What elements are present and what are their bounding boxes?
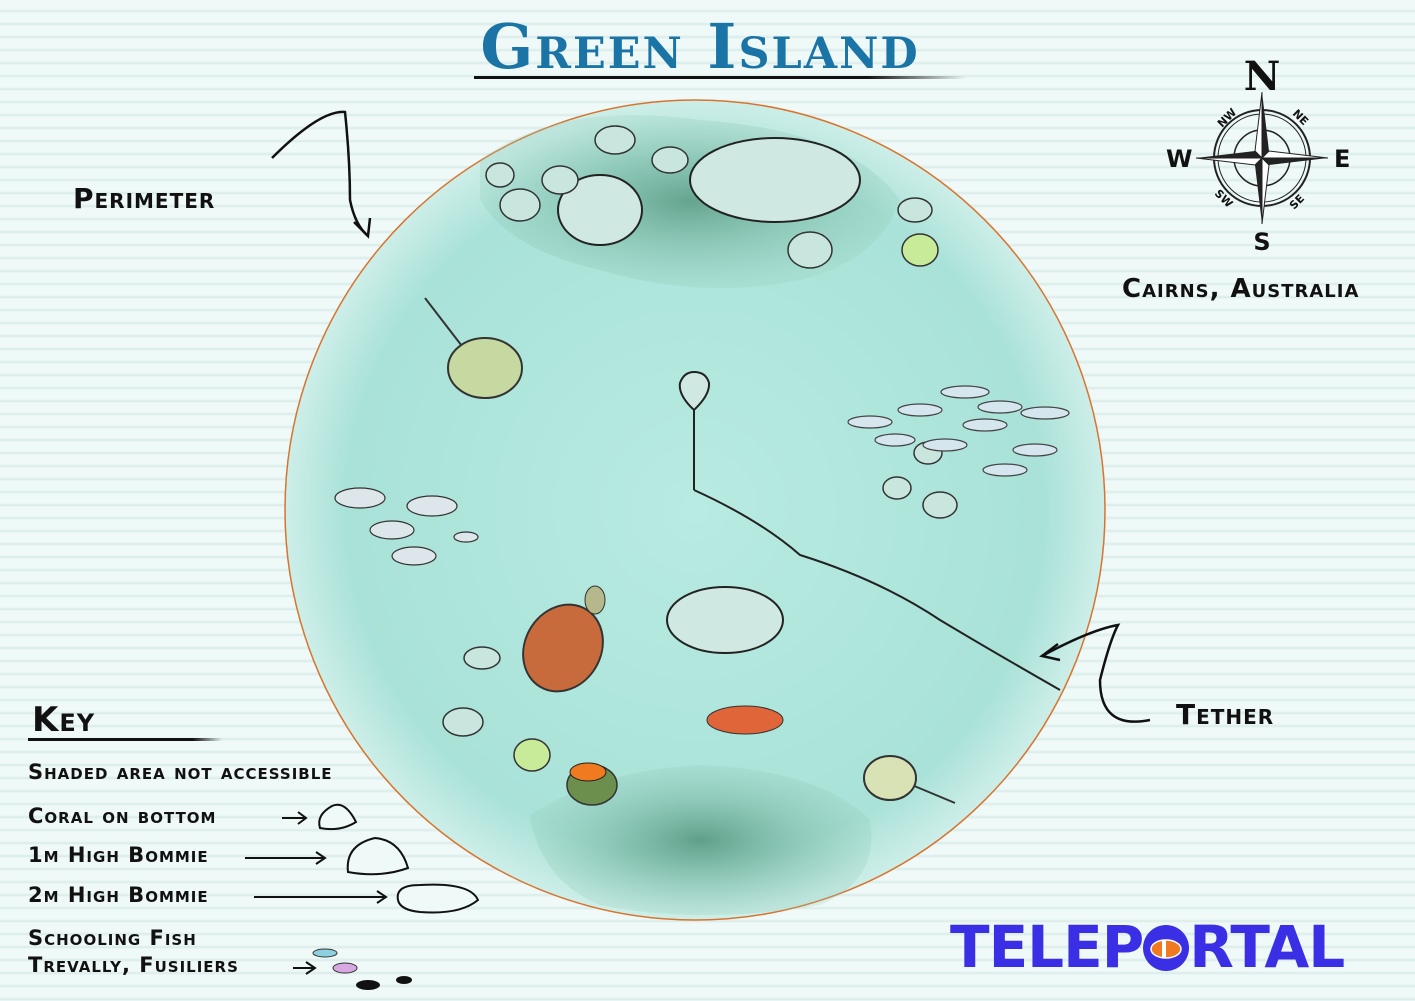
key-symbols — [245, 803, 480, 975]
compass-se: SE — [1287, 192, 1307, 212]
clownfish-icon — [569, 762, 607, 782]
compass-s: S — [1253, 228, 1270, 256]
dive-perimeter-circle — [284, 99, 1106, 921]
key-title: Key — [32, 700, 96, 740]
bommie-2m — [689, 137, 861, 223]
logo-text-end: RTAL — [1189, 913, 1345, 981]
arrowhead — [353, 217, 372, 239]
key-underline — [28, 738, 222, 741]
clownfish-logo-icon — [1143, 925, 1190, 971]
teleportal-logo: TELEP RTAL — [950, 912, 1345, 982]
turtle-icon — [522, 585, 606, 693]
bommie-2m — [666, 586, 784, 654]
compass-n: N — [1244, 53, 1281, 100]
compass-ne: NE — [1290, 107, 1311, 128]
arrowhead — [1039, 643, 1061, 662]
buoy-icon — [678, 370, 711, 490]
key-item-schooling-fish: Schooling Fish — [28, 926, 197, 950]
title-underline — [474, 76, 966, 79]
key-item-2m-bommie: 2m High Bommie — [28, 883, 209, 907]
stingray-icon — [863, 755, 956, 804]
bommie-2m — [557, 174, 643, 246]
coral-bommies-north — [485, 125, 939, 269]
logo-text-start: TELEP — [950, 913, 1144, 981]
map-title: Green Island — [480, 10, 920, 83]
trevally-school — [334, 487, 479, 566]
key-item-shaded-area: Shaded area not accessible — [28, 760, 333, 784]
tether-arrow — [1041, 623, 1151, 723]
compass-nw: NW — [1215, 106, 1239, 130]
compass-rose-icon: N S E W NW NE SW SE — [1166, 53, 1350, 256]
tether-line — [693, 489, 1061, 691]
perimeter-arrow — [271, 110, 369, 237]
stingray-icon — [424, 297, 523, 399]
compass-w: W — [1166, 145, 1192, 173]
tether-label: Tether — [1176, 698, 1275, 731]
location-label: Cairns, Australia — [1122, 274, 1360, 304]
coral-trout-icon — [706, 705, 784, 735]
key-item-coral: Coral on bottom — [28, 804, 217, 828]
perimeter-label: Perimeter — [73, 182, 216, 215]
compass-e: E — [1334, 145, 1350, 173]
shaded-reef-south — [530, 765, 872, 915]
key-item-1m-bommie: 1m High Bommie — [28, 843, 209, 867]
key-fish-symbols — [312, 948, 412, 990]
fusilier-school — [847, 385, 1070, 477]
key-item-trevally-fusiliers: Trevally, Fusiliers — [28, 953, 239, 977]
